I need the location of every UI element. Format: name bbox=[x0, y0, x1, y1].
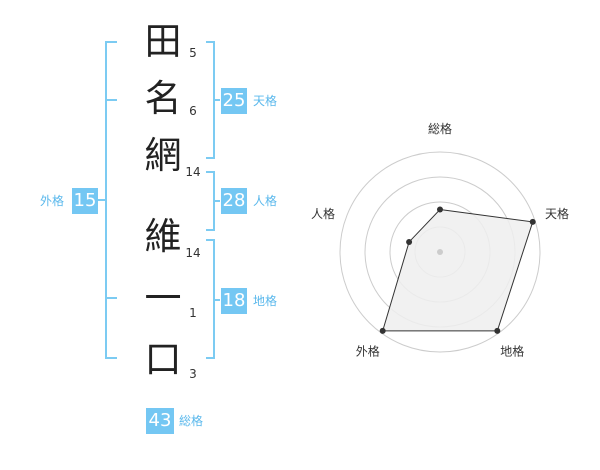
gaikaku-value-badge: 15 bbox=[72, 188, 98, 214]
radar-point bbox=[437, 206, 443, 213]
radar-point bbox=[494, 327, 501, 334]
gaikaku-label: 外格 bbox=[40, 194, 65, 208]
stroke-count: 14 bbox=[185, 246, 201, 260]
given-char-1: 維 bbox=[144, 215, 182, 258]
radar-point bbox=[406, 238, 413, 245]
jinkaku-label: 人格 bbox=[253, 194, 278, 208]
surname-char-2: 名 bbox=[144, 77, 182, 120]
chikaku-value-badge: 18 bbox=[221, 288, 247, 314]
soukaku-label: 総格 bbox=[179, 414, 204, 428]
radar-ring bbox=[339, 151, 541, 353]
radar-area bbox=[382, 208, 534, 332]
radar-axis-label: 天格 bbox=[545, 206, 569, 221]
radar-axis-label: 地格 bbox=[500, 344, 524, 359]
stroke-count: 6 bbox=[189, 104, 197, 118]
radar-axis-label: 外格 bbox=[356, 344, 380, 359]
chikaku-label: 地格 bbox=[253, 294, 278, 308]
given-char-2: 一 bbox=[144, 277, 182, 320]
surname-char-3: 網 bbox=[144, 134, 182, 177]
stroke-count: 3 bbox=[189, 367, 197, 381]
tenkaku-value-badge: 25 bbox=[221, 88, 247, 114]
radar-point bbox=[379, 327, 386, 334]
tenkaku-label: 天格 bbox=[253, 94, 278, 108]
surname-char-1: 田 bbox=[144, 20, 182, 63]
stroke-count: 5 bbox=[189, 46, 197, 60]
stroke-count: 1 bbox=[189, 306, 197, 320]
radar-axis-label: 総格 bbox=[428, 121, 452, 136]
stroke-count: 14 bbox=[185, 165, 201, 179]
soukaku-value-badge: 43 bbox=[146, 408, 174, 434]
radar-point bbox=[529, 218, 536, 225]
jinkaku-value-badge: 28 bbox=[221, 188, 247, 214]
radar-axis-label: 人格 bbox=[311, 206, 335, 221]
given-char-3: 口 bbox=[144, 338, 182, 381]
radar-center bbox=[437, 249, 443, 255]
